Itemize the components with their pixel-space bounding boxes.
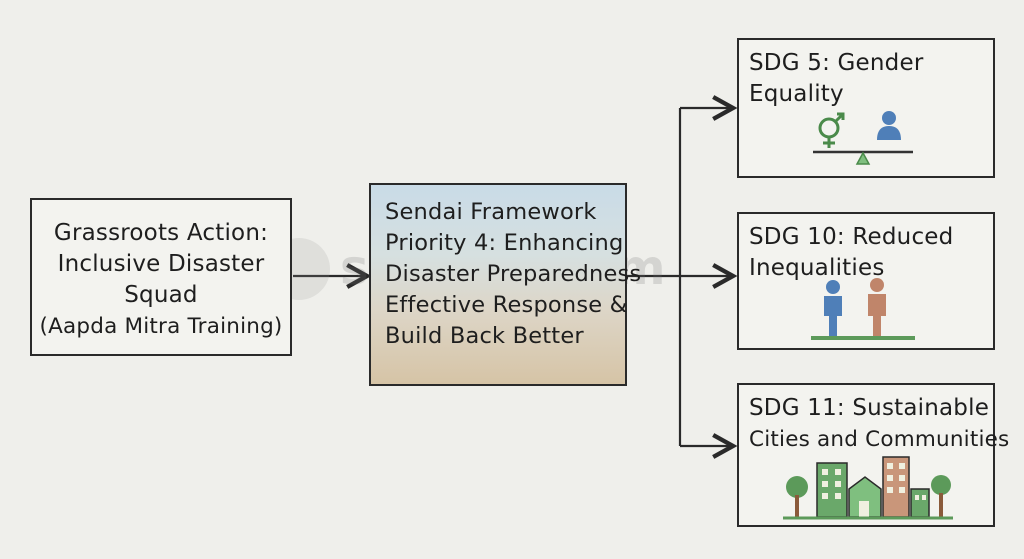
sdg11-line-2: Cities and Communities (749, 427, 1010, 452)
sdg10-line-2: Inequalities (749, 255, 885, 281)
grassroots-line-4: (Aapda Mitra Training) (39, 314, 283, 339)
grassroots-line-1: Grassroots Action: (53, 220, 269, 246)
sendai-line-4: Effective Response & (385, 292, 628, 318)
sdg10-line-1: SDG 10: Reduced (749, 224, 954, 250)
gender-balance-icon (813, 111, 913, 165)
sendai-line-1: Sendai Framework (385, 199, 597, 225)
sdg11-line-1: SDG 11: Sustainable (749, 395, 990, 421)
sdg5-text: SDG 5: Gender Equality (749, 48, 924, 110)
sendai-text: Sendai Framework Priority 4: Enhancing D… (385, 197, 641, 352)
sdg5-line-2: Equality (749, 81, 844, 107)
sendai-framework-box: Sendai Framework Priority 4: Enhancing D… (369, 183, 641, 386)
sdg11-text: SDG 11: Sustainable Cities and Communiti… (749, 393, 1009, 455)
grassroots-box: Grassroots Action: Inclusive Disaster Sq… (30, 198, 292, 356)
sdg10-text: SDG 10: Reduced Inequalities (749, 222, 953, 284)
sdg11-box: SDG 11: Sustainable Cities and Communiti… (737, 383, 1009, 527)
sendai-line-5: Build Back Better (385, 323, 584, 349)
grassroots-text: Grassroots Action: Inclusive Disaster Sq… (32, 218, 290, 342)
two-people-icon (811, 278, 915, 340)
sdg10-box: SDG 10: Reduced Inequalities (737, 212, 995, 350)
sendai-line-3: Disaster Preparedness (385, 261, 642, 287)
sendai-line-2: Priority 4: Enhancing (385, 230, 624, 256)
grassroots-line-2: Inclusive Disaster (57, 251, 265, 277)
city-buildings-icon (783, 456, 953, 520)
grassroots-line-3: Squad (124, 282, 198, 308)
sdg5-box: SDG 5: Gender Equality (737, 38, 995, 178)
sdg5-line-1: SDG 5: Gender (749, 50, 924, 76)
